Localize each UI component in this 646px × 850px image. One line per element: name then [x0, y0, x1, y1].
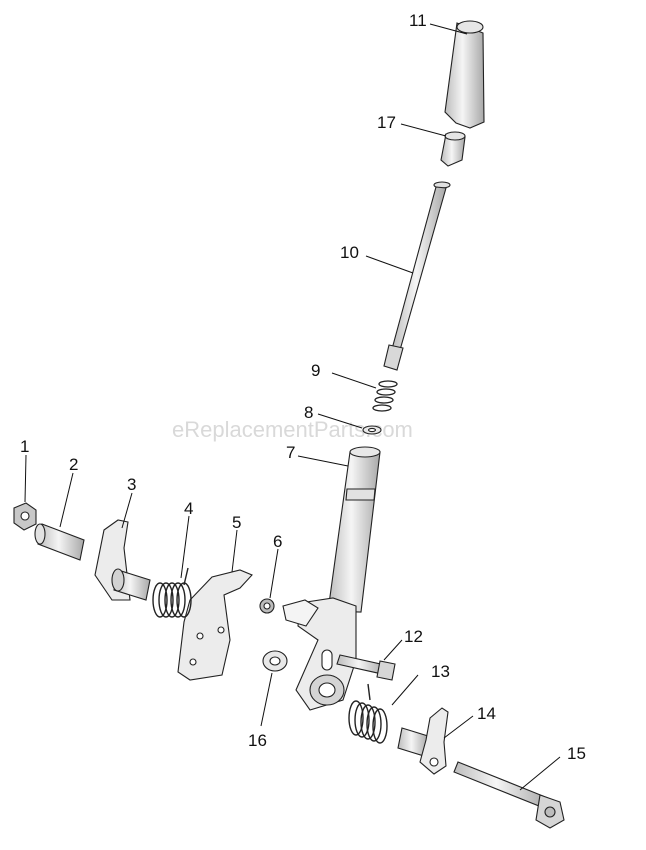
- part-10-shift-rod: [383, 181, 451, 371]
- label-17: 17: [377, 113, 396, 132]
- part-17-bushing: [440, 131, 466, 167]
- part-12-bolt: [336, 654, 396, 681]
- leader-lines: [24, 23, 561, 791]
- part-11-handle-grip: [444, 20, 485, 129]
- part-8-washer: [362, 425, 382, 435]
- label-7: 7: [286, 443, 295, 462]
- part-6-nut: [259, 598, 275, 614]
- part-4-torsion-spring: [152, 567, 192, 618]
- part-labels: 1 2 3 4 5 6 7 8 9 10 11 12 13 14 15 16 1…: [20, 11, 586, 763]
- label-14: 14: [477, 704, 496, 723]
- label-15: 15: [567, 744, 586, 763]
- part-2-spacer: [34, 523, 85, 561]
- label-3: 3: [127, 475, 136, 494]
- part-15-bolt: [453, 761, 565, 829]
- label-6: 6: [273, 532, 282, 551]
- label-8: 8: [304, 403, 313, 422]
- label-11: 11: [409, 11, 427, 30]
- part-5-lever-plate: [177, 569, 253, 681]
- label-9: 9: [311, 361, 320, 380]
- part-1-nut: [13, 502, 37, 531]
- label-10: 10: [340, 243, 359, 262]
- label-4: 4: [184, 499, 193, 518]
- label-16: 16: [248, 731, 267, 750]
- label-1: 1: [20, 437, 29, 456]
- part-14-lever: [397, 707, 449, 775]
- part-13-spring: [348, 683, 388, 744]
- part-7-shift-tube: [282, 446, 381, 711]
- label-5: 5: [232, 513, 241, 532]
- label-13: 13: [431, 662, 450, 681]
- part-9-spring: [372, 380, 398, 412]
- part-3-pivot-lever: [94, 519, 151, 601]
- label-2: 2: [69, 455, 78, 474]
- label-12: 12: [404, 627, 423, 646]
- part-16-washer: [262, 650, 288, 672]
